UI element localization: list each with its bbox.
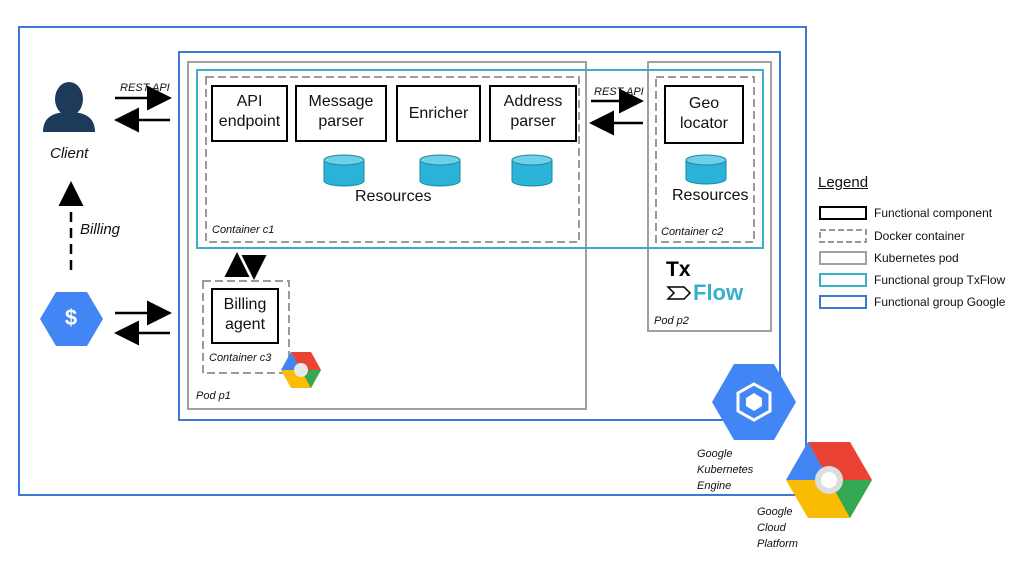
message-parser-line2: parser — [318, 113, 364, 130]
legend-item-pod: Kubernetes pod — [874, 251, 959, 265]
container-c2-label: Container c2 — [661, 226, 724, 238]
api-endpoint-line2: endpoint — [218, 113, 281, 130]
gke-label: Google Kubernetes Engine — [697, 446, 753, 494]
geo-locator-label: Geo locator — [665, 94, 743, 134]
container-c1-label: Container c1 — [212, 224, 275, 236]
address-parser-line1: Address — [503, 93, 563, 110]
gke-logo-icon — [712, 364, 796, 440]
pod-p2-border — [647, 61, 772, 332]
resource-cylinder-3 — [511, 154, 553, 187]
billing-agent-line1: Billing — [223, 296, 267, 313]
pod-p1-label: Pod p1 — [196, 390, 231, 402]
address-parser-line2: parser — [510, 113, 556, 130]
geo-locator-line1: Geo — [688, 95, 720, 112]
geo-locator-line2: locator — [679, 115, 729, 132]
legend-swatch-pod — [819, 251, 867, 265]
google-group-inner — [178, 51, 781, 421]
address-parser-box — [489, 85, 577, 142]
geo-locator-box — [664, 85, 744, 144]
gke-line2: Kubernetes — [697, 464, 754, 476]
message-parser-line1: Message — [308, 93, 374, 110]
gcp-small-logo-icon — [281, 352, 321, 388]
resource-cylinder-geo — [685, 154, 727, 185]
gcp-label: Google Cloud Platform — [757, 504, 798, 552]
rest-api-label-right: REST API — [594, 86, 644, 98]
legend-swatch-txflow — [819, 273, 867, 287]
api-endpoint-box — [211, 85, 288, 142]
resources-label-c2: Resources — [672, 187, 749, 204]
txflow-logo-flow: Flow — [693, 280, 744, 305]
resources-label-c1: Resources — [355, 188, 432, 205]
txflow-chevron-icon — [666, 286, 692, 300]
gke-line1: Google — [697, 448, 733, 460]
legend-item-google: Functional group Google — [874, 295, 1006, 309]
txflow-logo-tx: Tx — [666, 258, 691, 281]
container-c1-border — [205, 76, 580, 243]
legend-swatch-functional — [819, 206, 867, 220]
billing-label: Billing — [80, 221, 121, 238]
message-parser-label: Message parser — [296, 92, 386, 132]
enricher-box — [396, 85, 481, 142]
gcp-line2: Cloud — [757, 522, 786, 534]
billing-agent-label: Billing agent — [212, 295, 278, 335]
container-c2-border — [655, 76, 755, 243]
legend-title: Legend — [818, 174, 869, 191]
api-endpoint-line1: API — [236, 93, 263, 110]
legend-swatch-google — [819, 295, 867, 309]
gcp-large-logo-icon — [786, 442, 872, 518]
rest-api-label-left: REST API — [120, 82, 170, 94]
legend-item-functional: Functional component — [874, 206, 993, 220]
legend-item-txflow: Functional group TxFlow — [874, 273, 1006, 287]
billing-agent-box — [211, 288, 279, 344]
gcp-line1: Google — [757, 506, 793, 518]
api-endpoint-label: API endpoint — [212, 92, 287, 132]
gcp-line3: Platform — [757, 538, 798, 550]
pod-p1-border — [187, 61, 587, 410]
client-user-icon — [43, 82, 95, 132]
legend-item-docker: Docker container — [874, 229, 965, 243]
resource-cylinder-1 — [323, 154, 365, 187]
enricher-label: Enricher — [408, 105, 469, 122]
resource-cylinder-2 — [419, 154, 461, 187]
message-parser-box — [295, 85, 387, 142]
txflow-group-border — [196, 69, 764, 249]
pod-p2-label: Pod p2 — [654, 315, 689, 327]
legend-swatch-docker — [819, 229, 867, 243]
google-group-outer — [18, 26, 807, 496]
address-parser-label: Address parser — [490, 92, 576, 132]
dollar-sign: $ — [64, 305, 78, 330]
gke-line3: Engine — [697, 480, 732, 492]
billing-agent-line2: agent — [224, 316, 266, 333]
container-c3-border — [202, 280, 290, 374]
billing-dollar-icon — [40, 292, 103, 346]
client-label: Client — [50, 145, 89, 162]
container-c3-label: Container c3 — [209, 352, 272, 364]
